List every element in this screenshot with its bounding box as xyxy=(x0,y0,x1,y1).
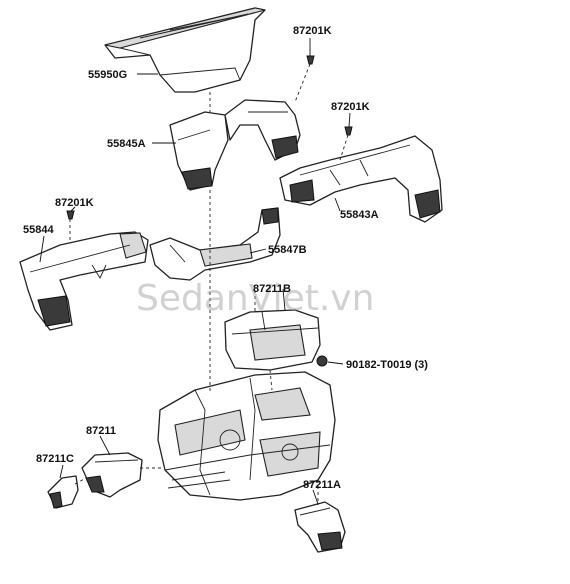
part-55845A-duct xyxy=(169,99,301,191)
label-90182-T0019: 90182-T0019 (3) xyxy=(346,359,428,371)
label-87211B: 87211B xyxy=(253,283,291,295)
label-55950G: 55950G xyxy=(88,69,127,81)
part-55844-duct xyxy=(19,231,149,331)
part-55847B-duct xyxy=(149,207,281,281)
label-87201K-left: 87201K xyxy=(55,197,94,209)
label-55843A: 55843A xyxy=(340,209,379,221)
part-87211A-duct xyxy=(294,501,346,553)
label-87201K-top: 87201K xyxy=(293,25,332,37)
label-55847B: 55847B xyxy=(268,244,307,256)
assembly-lines xyxy=(69,63,349,505)
hvac-unit xyxy=(157,371,336,501)
label-55845A: 55845A xyxy=(107,138,146,150)
screw-90182-icon xyxy=(316,355,328,367)
part-87211-duct xyxy=(81,452,143,498)
clip-87201K-left-icon xyxy=(66,210,75,220)
label-87211C: 87211C xyxy=(36,453,74,465)
clip-87201K-top-icon xyxy=(306,55,315,65)
label-87211: 87211 xyxy=(86,425,116,437)
part-55843A-duct xyxy=(279,135,443,223)
part-87211C-duct xyxy=(47,475,79,509)
leader-lines xyxy=(39,38,351,505)
watermark-text: SedanViet.vn xyxy=(136,278,374,319)
part-87211B-cover xyxy=(224,309,321,371)
part-55950G-panel xyxy=(104,7,266,93)
label-87201K-mid: 87201K xyxy=(331,101,370,113)
label-87211A: 87211A xyxy=(303,479,341,491)
label-55844: 55844 xyxy=(23,224,54,236)
clip-87201K-mid-icon xyxy=(344,126,353,136)
